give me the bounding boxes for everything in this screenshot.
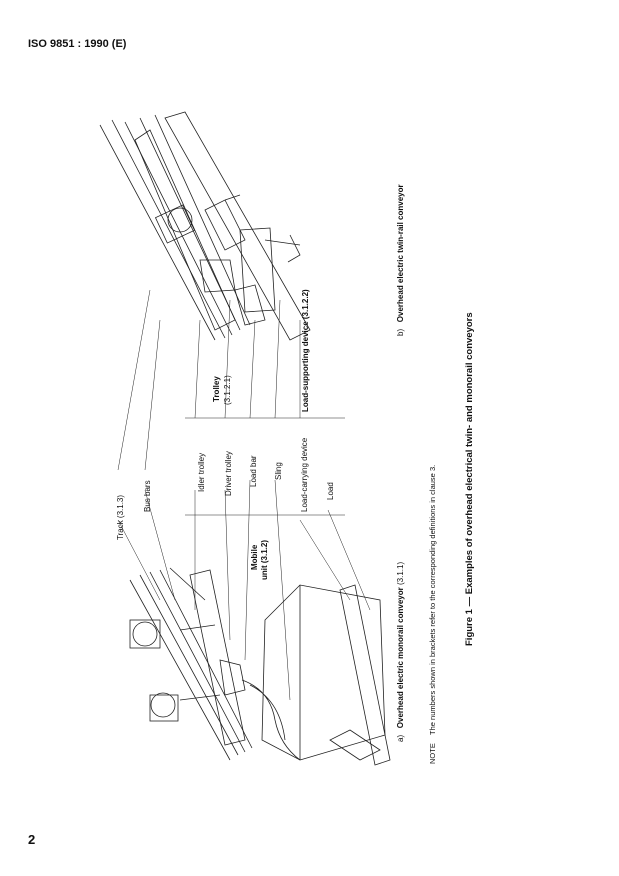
subcaption-b-text: Overhead electric twin-rail conveyor bbox=[396, 184, 405, 323]
subcaption-a-text: Overhead electric monorail conveyor bbox=[396, 587, 405, 729]
label-bus-bars: Bus bars bbox=[143, 480, 152, 512]
label-load: Load bbox=[326, 482, 335, 500]
subcaption-a-ref: (3.1.1) bbox=[396, 561, 405, 586]
label-load-bar: Load bar bbox=[249, 455, 258, 487]
label-trolley-1: Trolley bbox=[212, 376, 221, 402]
figure-note: NOTE The numbers shown in brackets refer… bbox=[428, 465, 438, 764]
label-sling: Sling bbox=[274, 462, 283, 480]
leader-lines bbox=[117, 289, 371, 701]
label-mobile-unit-2: unit (3.1.2) bbox=[260, 539, 269, 580]
monorail-drawing bbox=[129, 567, 391, 766]
note-label: NOTE bbox=[428, 743, 437, 764]
label-track: Track (3.1.3) bbox=[116, 494, 125, 540]
document-header: ISO 9851 : 1990 (E) bbox=[28, 38, 127, 50]
page-number: 2 bbox=[28, 832, 36, 847]
label-load-supporting-device: Load-supporting device (3.1.2.2) bbox=[301, 289, 310, 412]
label-idler-trolley: Idler trolley bbox=[197, 452, 206, 492]
subcaption-a-marker: a) bbox=[396, 734, 405, 742]
label-driver-trolley: Driver trolley bbox=[224, 451, 233, 496]
figure-caption: Figure 1 — Examples of overhead electric… bbox=[464, 312, 475, 646]
label-mobile-unit-1: Mobile bbox=[250, 544, 259, 570]
subcaption-b-marker: b) bbox=[396, 328, 405, 336]
note-text: The numbers shown in brackets refer to t… bbox=[428, 464, 437, 735]
subcaption-a: a) Overhead electric monorail conveyor (… bbox=[396, 562, 406, 742]
subcaption-b: b) Overhead electric twin-rail conveyor bbox=[396, 184, 406, 336]
label-load-carrying-device: Load-carrying device bbox=[300, 437, 309, 512]
twin-rail-drawing bbox=[99, 111, 311, 341]
label-trolley-2: (3.1.2.1) bbox=[223, 375, 232, 405]
